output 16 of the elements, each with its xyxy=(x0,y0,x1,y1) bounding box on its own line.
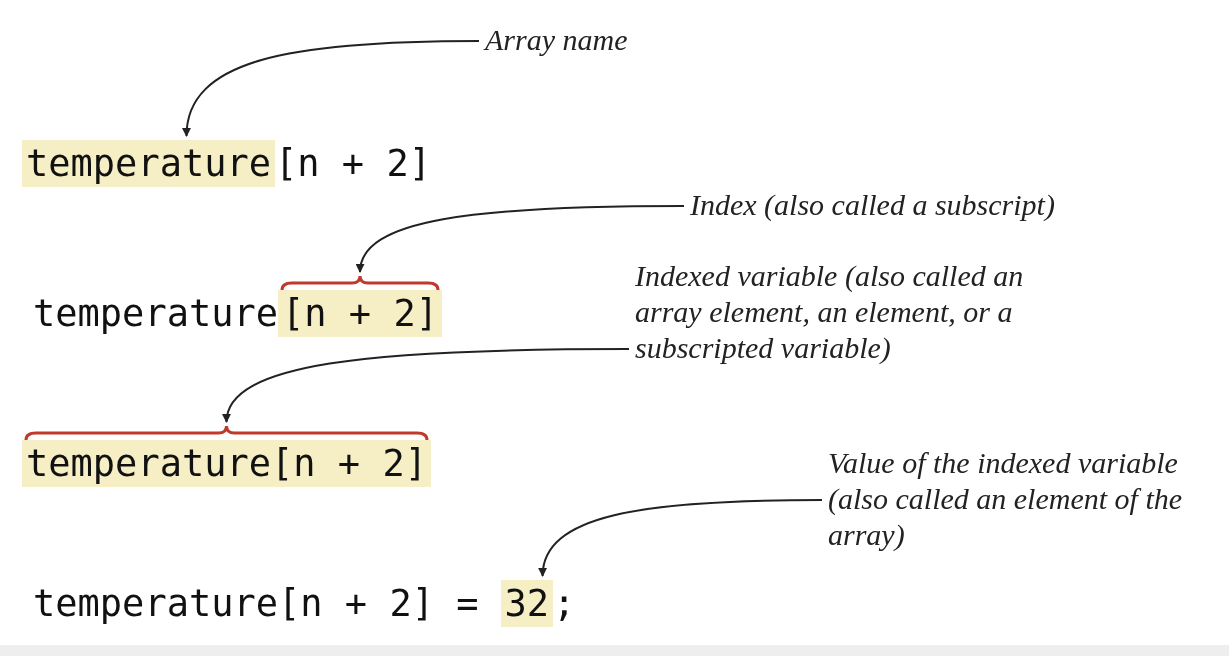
annotation-text: Array name xyxy=(485,22,805,58)
code-text: ; xyxy=(553,581,576,627)
leader-arrow xyxy=(182,40,480,137)
highlighted-code: temperature xyxy=(22,140,276,187)
code-text: temperature xyxy=(33,291,279,337)
highlighted-code: 32 xyxy=(500,580,554,627)
highlighted-code: temperature[n + 2] xyxy=(22,440,431,487)
annotation-text: Value of the indexed variable (also called an element of the array) xyxy=(828,445,1198,553)
code-text: temperature[n + 2] = xyxy=(33,581,479,627)
code-text: [n + 2] xyxy=(275,141,431,187)
leader-arrow xyxy=(357,205,685,273)
highlighted-code: [n + 2] xyxy=(278,290,442,337)
annotation-text: Index (also called a subscript) xyxy=(690,187,1210,223)
leader-arrow xyxy=(539,499,823,577)
annotation-text: Indexed variable (also called an array element, an element, or a subscripted variable) xyxy=(635,258,1060,366)
leader-arrow xyxy=(223,348,630,423)
